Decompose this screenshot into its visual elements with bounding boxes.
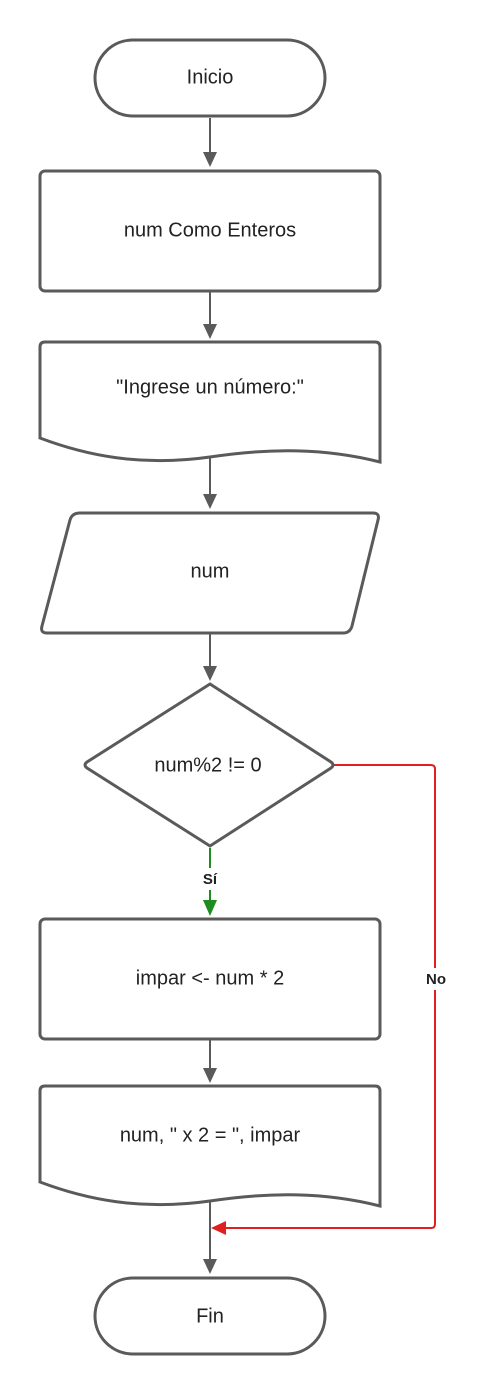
decision-label: num%2 != 0: [154, 754, 261, 776]
start-terminal: Inicio: [93, 38, 327, 118]
no-label-bg: [422, 968, 450, 990]
connector-output-to-end: [203, 1196, 217, 1274]
connector-declare-to-prompt: [203, 292, 217, 339]
declare-process-box: num Como Enteros: [38, 169, 382, 293]
end-terminal: Fin: [93, 1276, 327, 1356]
connector-no-branch: [333, 764, 436, 1100]
compute-label: impar <- num * 2: [136, 967, 284, 989]
prompt-document-shape: "Ingrese un número:": [38, 340, 382, 464]
connector-yes-branch: [203, 848, 217, 916]
start-label: Inicio: [187, 66, 234, 88]
no-branch-arrow-into-main: [211, 1100, 436, 1235]
no-branch-label: No: [426, 971, 446, 988]
end-label: Fin: [196, 1305, 224, 1327]
connector-compute-to-output: [203, 1040, 217, 1083]
read-label: num: [191, 560, 230, 582]
compute-process-box: impar <- num * 2: [38, 917, 382, 1041]
output-document-shape: num, " x 2 = ", impar: [38, 1084, 382, 1208]
declare-label: num Como Enteros: [124, 219, 296, 241]
output-label: num, " x 2 = ", impar: [120, 1124, 301, 1146]
read-input-parallelogram: num: [40, 511, 380, 635]
yes-branch-label: Sí: [203, 871, 218, 888]
connector-read-to-decision: [203, 633, 217, 681]
decision-diamond: num%2 != 0: [83, 682, 335, 848]
prompt-label: "Ingrese un número:": [116, 376, 304, 398]
connector-start-to-declare: [203, 118, 217, 167]
